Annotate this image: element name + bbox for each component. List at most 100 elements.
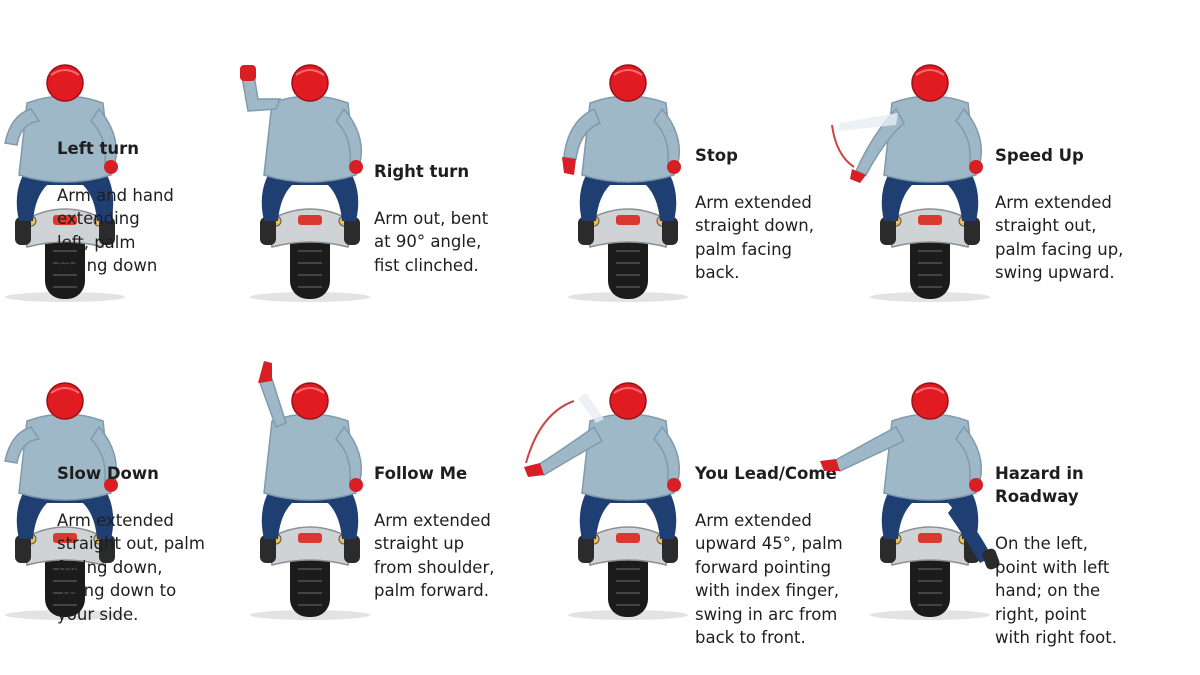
tail-light [616,533,640,543]
helmet [291,382,329,420]
right-arm [653,107,680,164]
tail-light [53,215,77,225]
jeans [579,493,677,539]
bike-body [887,208,973,248]
helmet [46,64,84,102]
helmet-highlight [613,69,643,76]
arm-ghost [838,113,898,131]
helmet-highlight [613,387,643,394]
signal-slow-down [0,343,215,673]
helmet-highlight [915,387,945,394]
signal-title: Hazard in Roadway [995,463,1084,507]
left-arm [4,108,41,146]
rider-illustration [562,64,688,302]
arm-ghost [578,393,604,423]
rider-illustration [4,382,125,620]
bike-body [267,208,353,248]
right-arm [335,425,362,482]
jeans [261,493,359,539]
helmet [609,382,647,420]
helmet [609,64,647,102]
motion-arc [831,124,855,168]
caption-stop: Stop Arm extended straight down, palm fa… [695,120,814,308]
right-arm [90,107,117,164]
tail-light [298,215,322,225]
signal-description: Arm and hand extending left, palm facing… [57,185,174,276]
jacket [263,95,357,183]
signal-title: Follow Me [374,463,468,483]
helmet-highlight [50,69,80,76]
right-arm [335,107,362,164]
signal-description: Arm extended straight out, palm facing d… [57,510,205,624]
right-boot [99,535,115,563]
caption-speed-up: Speed Up Arm extended straight out, palm… [995,120,1123,308]
left-boot [260,535,276,563]
bike-body [585,208,671,248]
left-arm [4,426,41,464]
rider-illustration [4,64,125,302]
right-boot [344,217,360,245]
right-glove [969,478,983,492]
rider-illustration [820,382,1000,620]
left-boot [880,535,896,563]
caption-right-turn: Right turn Arm out, bent at 90° angle, f… [374,136,488,301]
left-boot [880,217,896,245]
signal-speed-up [780,25,1080,355]
right-boot [964,217,980,245]
helmet [911,382,949,420]
tail-light [53,533,77,543]
right-glove [349,478,363,492]
signal-title: Left turn [57,138,140,158]
left-arm [259,378,287,428]
signal-description: On the left, point with left hand; on th… [995,534,1117,647]
left-glove [820,459,840,471]
jeans [881,175,979,221]
signal-left-turn [0,25,215,355]
signal-description: Arm out, bent at 90° angle, fist clinche… [374,208,489,275]
helmet [911,64,949,102]
jacket [883,95,977,183]
left-glove [524,463,544,477]
jacket [581,95,675,183]
motion-arc [525,400,575,464]
right-arm [653,425,680,482]
right-arm [955,107,982,164]
right-glove [667,160,681,174]
jacket [581,413,675,501]
pointing-boot [982,548,1000,570]
left-boot [15,217,31,245]
tail-light [298,533,322,543]
left-boot [15,535,31,563]
tail-light [918,533,942,543]
helmet-highlight [295,69,325,76]
right-glove [349,160,363,174]
rider-illustration [831,64,990,302]
helmet [291,64,329,102]
signal-description: Arm extended straight out, palm facing u… [995,192,1124,283]
right-glove [667,478,681,492]
bike-body [887,526,973,566]
signal-right-turn [160,25,460,355]
jacket [883,413,977,501]
caption-left-turn: Left turn Arm and hand extending left, p… [57,113,174,301]
jeans [579,175,677,221]
signal-title: You Lead/Come [695,463,837,483]
rider-illustration [524,382,688,620]
left-boot [260,217,276,245]
jeans [16,175,114,221]
tail-light [918,215,942,225]
left-glove [562,157,576,175]
right-boot [662,217,678,245]
left-glove [258,361,272,383]
right-arm [955,425,982,482]
helmet-highlight [295,387,325,394]
left-boot [578,217,594,245]
jeans [881,493,979,539]
bike-body [267,526,353,566]
right-glove [104,160,118,174]
signal-title: Speed Up [995,145,1084,165]
right-boot [662,535,678,563]
left-glove-fist [240,65,256,81]
tail-light [616,215,640,225]
signal-description: Arm extended straight up from shoulder, … [374,510,495,601]
